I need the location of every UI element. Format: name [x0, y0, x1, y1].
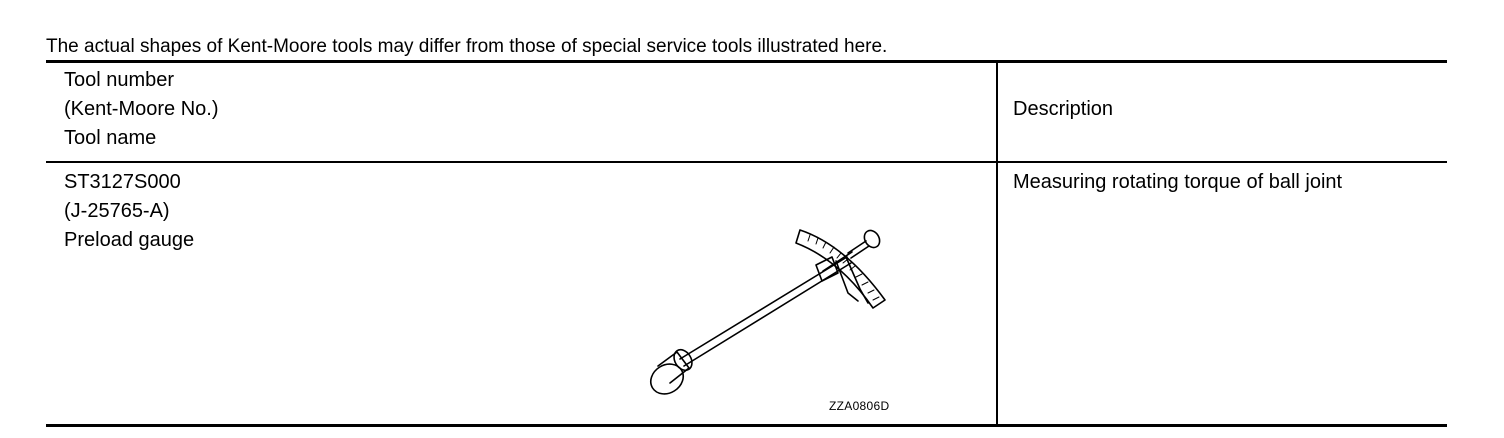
table-header-divider [46, 161, 1447, 163]
tool-description: Measuring rotating torque of ball joint [1013, 171, 1343, 193]
table-bottom-rule [46, 424, 1447, 427]
column-divider [996, 63, 998, 424]
disclaimer-note: The actual shapes of Kent-Moore tools ma… [46, 36, 888, 57]
header-tool-number: Tool number [64, 69, 175, 91]
header-tool-column: Tool number (Kent-Moore No.) Tool name [64, 66, 219, 153]
tool-name: Preload gauge [64, 229, 195, 251]
figure-code: ZZA0806D [829, 399, 890, 413]
header-kent-moore-no: (Kent-Moore No.) [64, 98, 219, 120]
header-tool-name: Tool name [64, 127, 157, 149]
tool-number: ST3127S000 [64, 171, 181, 193]
kent-moore-number: (J-25765-A) [64, 200, 170, 222]
header-description: Description [1013, 98, 1114, 120]
row-tool-column: ST3127S000 (J-25765-A) Preload gauge [64, 168, 194, 255]
preload-gauge-illustration [649, 229, 886, 395]
table-top-rule [46, 60, 1447, 63]
